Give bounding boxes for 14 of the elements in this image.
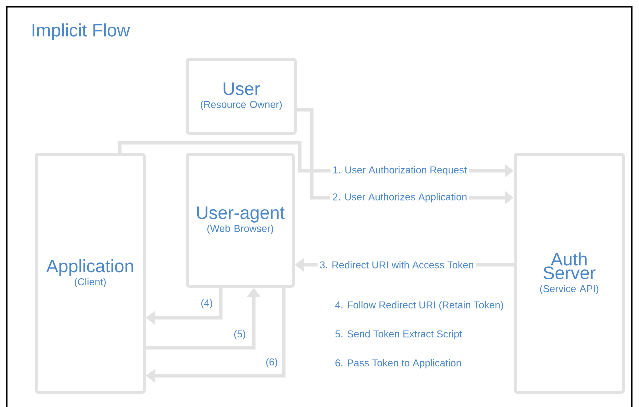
edge-label: 3. Redirect URI with Access Token <box>318 259 476 271</box>
edge-label: (5) <box>232 328 248 342</box>
box: User-agent (Web Browser) <box>186 153 295 288</box>
box: Auth Server (Service API) <box>514 153 625 394</box>
step-label: 5. Send Token Extract Script <box>336 330 462 340</box>
edge-label: 2. User Authorizes Application <box>330 191 470 205</box>
step-label: 4. Follow Redirect URI (Retain Token) <box>335 301 504 311</box>
box: Application (Client) <box>35 153 146 394</box>
edge-label: 1. User Authorization Request <box>330 164 470 178</box>
box: User (Resource Owner) <box>186 58 297 135</box>
step-label: 6. Pass Token to Application <box>336 359 462 369</box>
edge-label: (6) <box>264 356 280 370</box>
edge-label: (4) <box>198 297 216 311</box>
title: Implicit Flow <box>32 24 130 40</box>
